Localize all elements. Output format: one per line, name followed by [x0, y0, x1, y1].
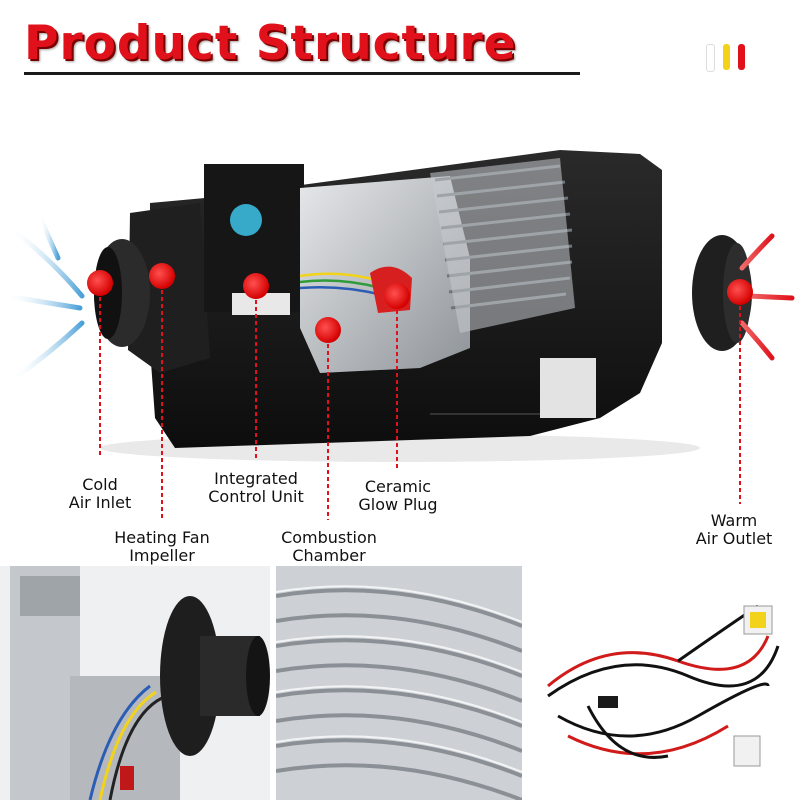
body-panel-line [430, 413, 540, 415]
dot-combustion-chamber [315, 317, 341, 343]
body-sticker [540, 358, 596, 418]
left-end-cap [128, 203, 210, 373]
page-title: Product Structure [24, 16, 517, 71]
label-combustion-chamber: Combustion Chamber [281, 528, 377, 565]
warm-air-arrows [739, 233, 795, 361]
fin-highlights [276, 585, 522, 773]
label-warm-air-outlet: Warm Air Outlet [695, 511, 773, 548]
connector-top-pins [750, 612, 766, 628]
metal-housing-top [20, 576, 80, 616]
red-component [120, 766, 134, 790]
harness-drawing [547, 604, 780, 767]
dot-ceramic-glow-plug [384, 283, 410, 309]
dot-integrated-control-unit [243, 273, 269, 299]
stripe-white [706, 44, 715, 72]
fin-block [430, 158, 575, 333]
fins-drawing [276, 566, 522, 800]
label-cold-air-inlet: Cold Air Inlet [68, 475, 132, 512]
fin-lines [276, 588, 522, 800]
dot-warm-air-outlet [727, 279, 753, 305]
stripe-yellow [723, 44, 730, 70]
flag-stripes [706, 44, 745, 72]
photo-wiring-harness [528, 566, 800, 800]
connector-bottom [733, 735, 761, 767]
label-integrated-control-unit: Integrated Control Unit [208, 469, 304, 506]
label-heating-fan-impeller: Heating Fan Impeller [114, 528, 210, 565]
control-unit-connector [232, 293, 290, 315]
label-ceramic-glow-plug: Ceramic Glow Plug [358, 477, 438, 514]
callout-dots [87, 263, 753, 343]
stripe-red [738, 44, 745, 70]
title-underline [24, 72, 580, 75]
wires-closeup [88, 684, 163, 800]
dot-cold-air-inlet [87, 270, 113, 296]
fan-duct-opening [246, 636, 270, 716]
fan-closeup-drawing [10, 566, 270, 800]
callout-lines [99, 276, 741, 520]
photo-strip [0, 566, 800, 800]
cold-air-arrows [2, 215, 85, 383]
fuse-holder [598, 696, 618, 708]
heater-diagram [2, 150, 795, 520]
photo-heat-exchanger-fins [276, 566, 522, 800]
dot-heating-fan-impeller [149, 263, 175, 289]
photo-fan-closeup [0, 566, 270, 800]
control-unit-sticker [230, 204, 262, 236]
